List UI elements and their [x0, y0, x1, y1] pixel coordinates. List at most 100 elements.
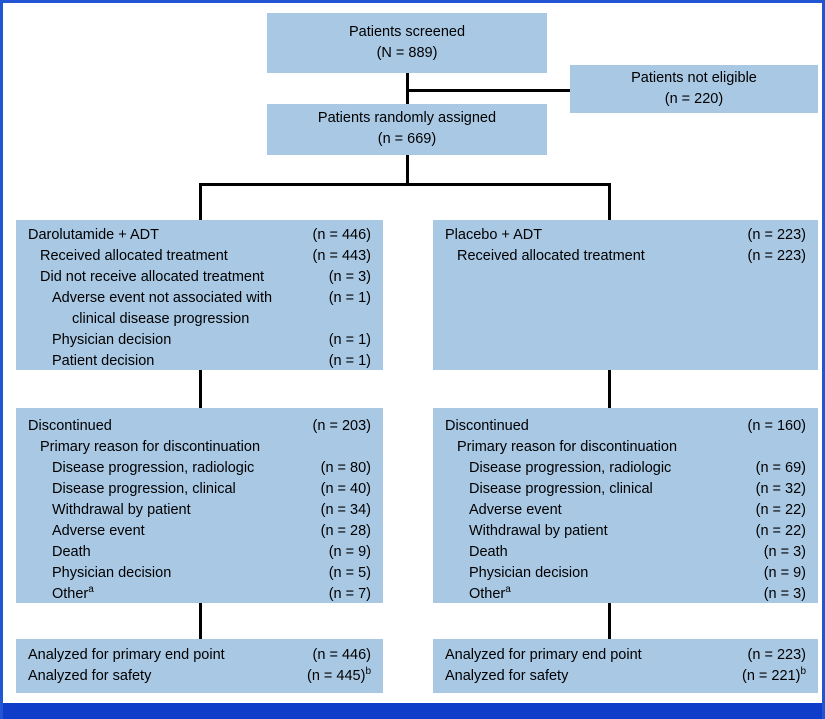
flow-row-count: (n = 3) — [763, 586, 806, 602]
flow-row-label: Analyzed for primary end point — [28, 647, 225, 663]
continuation-line: clinical disease progression — [72, 311, 250, 327]
flow-row: Physician decision (n = 5) — [28, 563, 371, 584]
footnote-marker: a — [505, 584, 511, 596]
flow-row-count: (n = 223) — [747, 227, 806, 243]
flow-row-count: (n = 223) — [747, 248, 806, 264]
footnote-marker: b — [800, 666, 806, 678]
flow-row: Adverse event not associated with(n = 1) — [28, 288, 371, 309]
footnote-marker: a — [88, 584, 94, 596]
node-placebo-discontinued: Discontinued (n = 160) Primary reason for … — [433, 408, 818, 603]
patients-not-eligible-title: Patients not eligible — [631, 70, 757, 86]
node-placebo-arm: Placebo + ADT(n = 223)Received allocated… — [433, 220, 818, 370]
flow-row-label: Physician decision — [52, 332, 172, 348]
flow-row-label: Othera — [52, 584, 94, 602]
flow-row-label: Adverse event — [469, 502, 562, 518]
flow-row-label: Othera — [469, 584, 511, 602]
flow-row: Primary reason for discontinuation — [445, 437, 806, 458]
flow-row: Did not receive allocated treatment (n = … — [28, 267, 371, 288]
flow-row: Disease progression, clinical (n = 40) — [28, 479, 371, 500]
connector-left-discontinued-to-analyzed — [199, 603, 202, 639]
node-darolutamide-discontinued: Discontinued (n = 203) Primary reason for … — [16, 408, 383, 603]
flow-row-label: Received allocated treatment — [40, 248, 228, 264]
footer-band — [3, 703, 822, 719]
flow-row: Received allocated treatment (n = 223) — [445, 246, 806, 267]
flow-row-label: Disease progression, radiologic — [469, 460, 672, 476]
connector-screened-to-randomized — [406, 73, 409, 104]
flow-row: Disease progression, clinical (n = 32) — [445, 479, 806, 500]
connector-right-arm-to-discontinued — [608, 370, 611, 408]
flow-row-label: Disease progression, radiologic — [52, 460, 255, 476]
flow-row-count: (n = 22) — [755, 523, 806, 539]
flow-row-count: (n = 3) — [328, 269, 371, 285]
flow-row: Adverse event (n = 22) — [445, 500, 806, 521]
node-patients-randomized: Patients randomly assigned (n = 669) — [267, 104, 547, 155]
footnote-marker: b — [365, 666, 371, 678]
flow-row-count: (n = 9) — [763, 565, 806, 581]
flow-row: Discontinued (n = 203) — [28, 416, 371, 437]
flow-row-label: Adverse event — [52, 523, 145, 539]
flow-row-count: (n = 203) — [312, 418, 371, 434]
flow-row: Othera(n = 7) — [28, 584, 371, 605]
connector-to-not-eligible — [406, 89, 572, 92]
flow-row-label: Patient decision — [52, 353, 155, 369]
flow-row-count: (n = 446) — [312, 647, 371, 663]
flow-row-label: Discontinued — [28, 418, 112, 434]
flow-row-count: (n = 443) — [312, 248, 371, 264]
flow-row-label: Physician decision — [52, 565, 172, 581]
flow-row-count: (n = 80) — [320, 460, 371, 476]
flow-row-label: Disease progression, clinical — [52, 481, 236, 497]
flow-row-label: Death — [52, 544, 91, 560]
node-darolutamide-arm: Darolutamide + ADT(n = 446)Received allo… — [16, 220, 383, 370]
flow-row: Analyzed for safety(n = 221)b — [445, 666, 806, 687]
patients-screened-title: Patients screened — [348, 24, 466, 40]
flow-row: Death(n = 3) — [445, 542, 806, 563]
flow-row: Patient decision (n = 1) — [28, 351, 371, 372]
flow-row-count: (n = 445)b — [306, 666, 371, 684]
flow-row-count: (n = 1) — [328, 332, 371, 348]
patients-randomized-count: (n = 669) — [377, 131, 437, 147]
flow-row-count: (n = 160) — [747, 418, 806, 434]
flow-row: Withdrawal by patient(n = 22) — [445, 521, 806, 542]
flow-row-label: Physician decision — [469, 565, 589, 581]
flow-row-label: Analyzed for safety — [28, 668, 152, 684]
flow-row: Physician decision (n = 1) — [28, 330, 371, 351]
connector-split-right-drop — [608, 183, 611, 220]
flow-row-count: (n = 69) — [755, 460, 806, 476]
flow-row-label: Did not receive allocated treatment — [40, 269, 265, 285]
patients-randomized-title: Patients randomly assigned — [317, 110, 497, 126]
flow-row: Analyzed for safety (n = 445)b — [28, 666, 371, 687]
flow-row: Received allocated treatment (n = 443) — [28, 246, 371, 267]
node-darolutamide-analyzed: Analyzed for primary end point(n = 446)A… — [16, 639, 383, 693]
flow-row: Discontinued (n = 160) — [445, 416, 806, 437]
flow-row-label: Received allocated treatment — [457, 248, 645, 264]
flow-row: Primary reason for discontinuation — [28, 437, 371, 458]
flow-row: Darolutamide + ADT(n = 446) — [28, 225, 371, 246]
flow-row-label: Primary reason for discontinuation — [457, 439, 678, 455]
flow-row-count: (n = 1) — [328, 353, 371, 369]
flow-row-count: (n = 5) — [328, 565, 371, 581]
flow-row-label: Death — [469, 544, 508, 560]
connector-right-discontinued-to-analyzed — [608, 603, 611, 639]
flow-row-label: Disease progression, clinical — [469, 481, 653, 497]
flow-row-label: Analyzed for safety — [445, 668, 569, 684]
flow-row: Placebo + ADT(n = 223) — [445, 225, 806, 246]
flow-row: Physician decision (n = 9) — [445, 563, 806, 584]
flow-row-count: (n = 28) — [320, 523, 371, 539]
flow-row-count: (n = 446) — [312, 227, 371, 243]
flow-row-count: (n = 34) — [320, 502, 371, 518]
flow-row-count: (n = 40) — [320, 481, 371, 497]
flow-row: Analyzed for primary end point (n = 446) — [28, 645, 371, 666]
patients-screened-count: (N = 889) — [376, 45, 438, 61]
connector-split-bar — [199, 183, 611, 186]
flow-row-count: (n = 9) — [328, 544, 371, 560]
flow-row: Disease progression, radiologic (n = 69) — [445, 458, 806, 479]
flow-row: Adverse event (n = 28) — [28, 521, 371, 542]
connector-randomized-down — [406, 155, 409, 186]
node-patients-screened: Patients screened (N = 889) — [267, 13, 547, 73]
flow-row-count: (n = 22) — [755, 502, 806, 518]
flow-row-label: Discontinued — [445, 418, 529, 434]
flow-row-count: (n = 32) — [755, 481, 806, 497]
flow-row: Withdrawal by patient(n = 34) — [28, 500, 371, 521]
connector-split-left-drop — [199, 183, 202, 220]
